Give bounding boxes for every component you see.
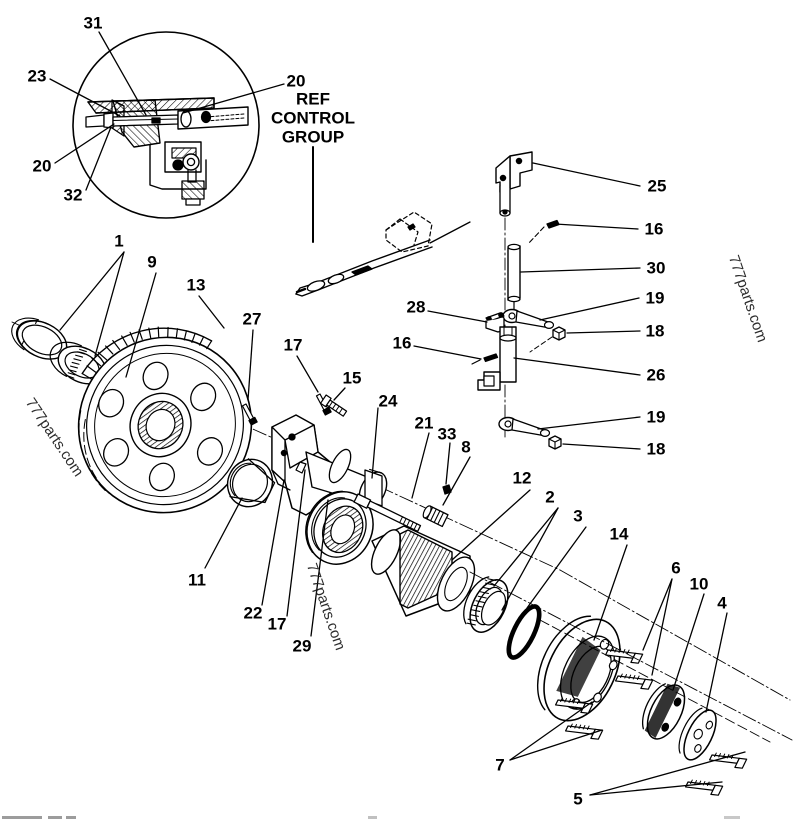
- callout-29: 29: [292, 636, 312, 656]
- callout-32: 32: [63, 185, 83, 205]
- callout-10: 10: [689, 574, 709, 594]
- callout-16-lower: 16: [392, 333, 412, 353]
- callout-13: 13: [186, 275, 206, 295]
- callout-11: 11: [188, 570, 206, 590]
- callout-1: 1: [114, 231, 124, 251]
- callout-8: 8: [461, 437, 471, 457]
- callout-26: 26: [646, 365, 666, 385]
- callout-17-upper: 17: [283, 335, 303, 355]
- callout-21: 21: [414, 413, 434, 433]
- callout-23: 23: [27, 66, 47, 86]
- callout-31: 31: [83, 13, 103, 33]
- callout-7: 7: [495, 755, 505, 775]
- ref-control-group-note: REF CONTROL GROUP: [270, 89, 356, 147]
- callout-15: 15: [342, 368, 362, 388]
- callout-12: 12: [512, 468, 532, 488]
- callout-24: 24: [378, 391, 398, 411]
- callout-33: 33: [437, 424, 457, 444]
- callout-3: 3: [573, 506, 583, 526]
- callout-28: 28: [406, 297, 426, 317]
- callout-16-upper: 16: [644, 219, 664, 239]
- callout-5: 5: [573, 789, 583, 809]
- callout-6: 6: [671, 558, 681, 578]
- callout-30: 30: [646, 258, 666, 278]
- callout-17-lower: 17: [267, 614, 287, 634]
- callout-27: 27: [242, 309, 262, 329]
- callout-2: 2: [545, 487, 555, 507]
- callout-25: 25: [647, 176, 667, 196]
- callout-20-right: 20: [286, 71, 306, 91]
- callout-19-upper: 19: [645, 288, 665, 308]
- callout-14: 14: [609, 524, 629, 544]
- callout-4: 4: [717, 593, 727, 613]
- callout-20-left: 20: [32, 156, 52, 176]
- callout-18-lower: 18: [646, 439, 666, 459]
- callout-19-lower: 19: [646, 407, 666, 427]
- footer-edge-remnant: [0, 815, 800, 819]
- callout-18-upper: 18: [645, 321, 665, 341]
- callout-22: 22: [243, 603, 263, 623]
- callout-9: 9: [147, 252, 157, 272]
